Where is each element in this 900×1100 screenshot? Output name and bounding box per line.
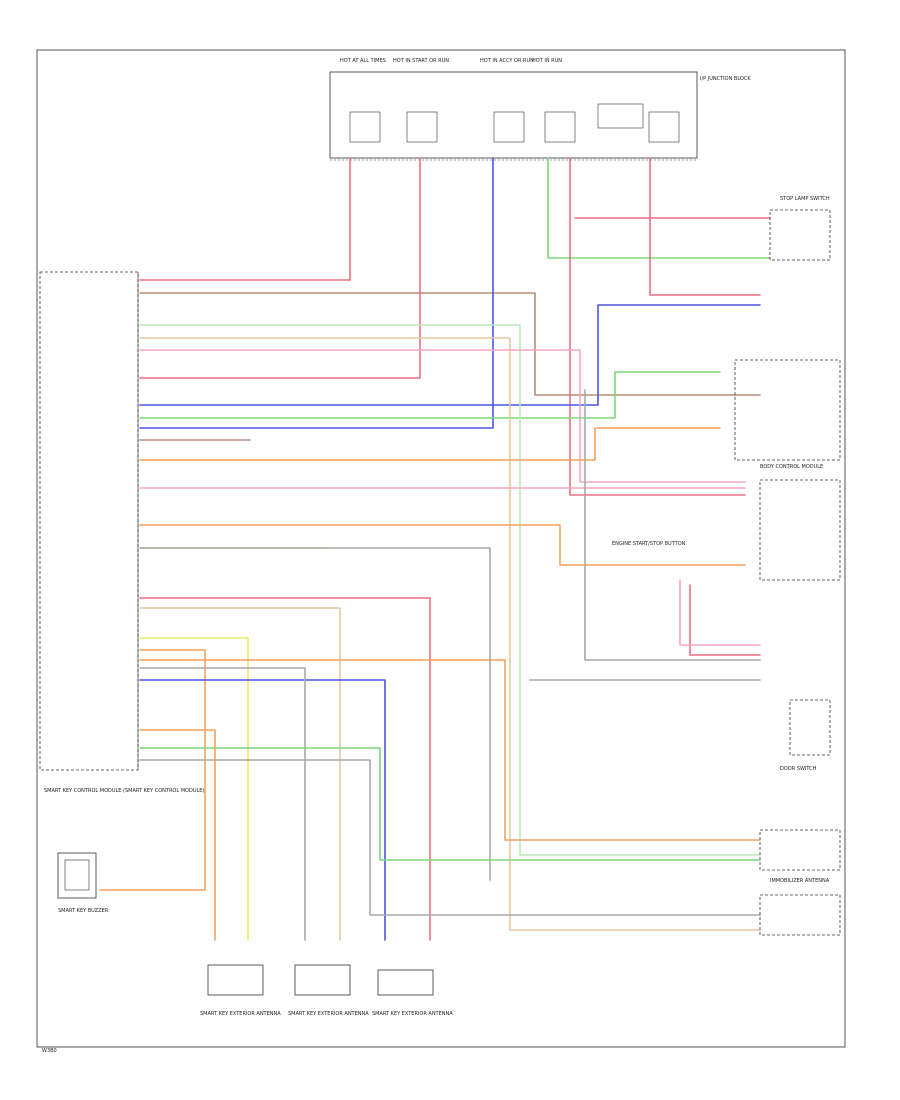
wire-orange-1 — [139, 524, 746, 566]
wire-green-2 — [139, 371, 721, 419]
wire-pink-3 — [679, 579, 761, 646]
module-name: SMART KEY CONTROL MODULE (SMART KEY CONT… — [44, 788, 204, 794]
right-components: BODY CONTROL MODULE STOP LAMP SWITCH ENG… — [612, 196, 841, 936]
bottom-components: SMART KEY BUZZER SMART KEY EXTERIOR ANTE… — [57, 852, 453, 1017]
wire-gray-3 — [139, 547, 491, 881]
wire-blue-3 — [139, 679, 386, 941]
diagram-frame — [36, 49, 846, 1048]
bcm-name: BODY CONTROL MODULE — [760, 464, 823, 470]
wire-lightgreen-1 — [139, 324, 761, 856]
power-label-2: HOT IN START OR RUN — [393, 58, 449, 64]
wire-red-7 — [689, 584, 761, 656]
wire-orange-3 — [139, 659, 761, 841]
antenna-left-box — [207, 964, 264, 996]
wires — [99, 157, 771, 941]
wire-orange-2 — [139, 427, 721, 461]
antenna-middle-box — [294, 964, 351, 996]
wire-orange-4 — [99, 649, 206, 891]
immobilizer-label: IMMOBILIZER ANTENNA — [770, 878, 830, 884]
start-button-box — [759, 479, 841, 581]
fuse-box: HOT AT ALL TIMES HOT IN START OR RUN HOT… — [329, 58, 751, 161]
buzzer-label: SMART KEY BUZZER — [58, 908, 109, 914]
wire-red-2 — [139, 157, 421, 379]
wire-red-3 — [569, 157, 746, 496]
fuse-box-name: I/P JUNCTION BLOCK — [700, 76, 751, 82]
wire-brown-1 — [139, 292, 761, 396]
wire-gray-1 — [139, 667, 306, 941]
lower-right-box — [759, 894, 841, 936]
wire-tan-1 — [139, 337, 761, 931]
antenna-right-label: SMART KEY EXTERIOR ANTENNA — [372, 1011, 453, 1017]
stop-lamp-label: STOP LAMP SWITCH — [780, 196, 830, 202]
wire-gray-2 — [139, 759, 761, 916]
wire-yellow-2 — [139, 637, 249, 941]
wire-red-6 — [139, 597, 431, 941]
door-switch-box — [789, 699, 831, 756]
wire-blue-2 — [139, 304, 761, 406]
power-label-3: HOT IN ACCY OR RUN — [480, 58, 534, 64]
wire-red-1 — [139, 157, 351, 281]
wire-red-4 — [649, 157, 761, 296]
bcm-box — [734, 359, 841, 461]
immobilizer-box — [759, 829, 841, 871]
stop-lamp-switch — [769, 209, 831, 261]
antenna-middle-label: SMART KEY EXTERIOR ANTENNA — [288, 1011, 369, 1017]
smart-key-module: SMART KEY CONTROL MODULE (SMART KEY CONT… — [39, 271, 204, 794]
power-label-4: HOT IN RUN — [532, 58, 562, 64]
start-button-label: ENGINE START/STOP BUTTON — [612, 541, 686, 547]
wire-gray-4 — [584, 389, 761, 661]
antenna-left-label: SMART KEY EXTERIOR ANTENNA — [200, 1011, 281, 1017]
wire-orange-5 — [139, 729, 216, 941]
wire-green-1 — [547, 157, 771, 259]
wire-green-3 — [139, 747, 761, 861]
power-label-1: HOT AT ALL TIMES — [340, 58, 386, 64]
antenna-right-box — [377, 969, 434, 996]
buzzer-box — [57, 852, 97, 899]
footer-code: W3B0 — [42, 1048, 57, 1054]
door-switch-label: DOOR SWITCH — [780, 766, 817, 772]
wire-tan-2 — [139, 607, 341, 941]
wire-blue-1 — [139, 157, 494, 429]
wire-pink-1 — [139, 349, 746, 483]
